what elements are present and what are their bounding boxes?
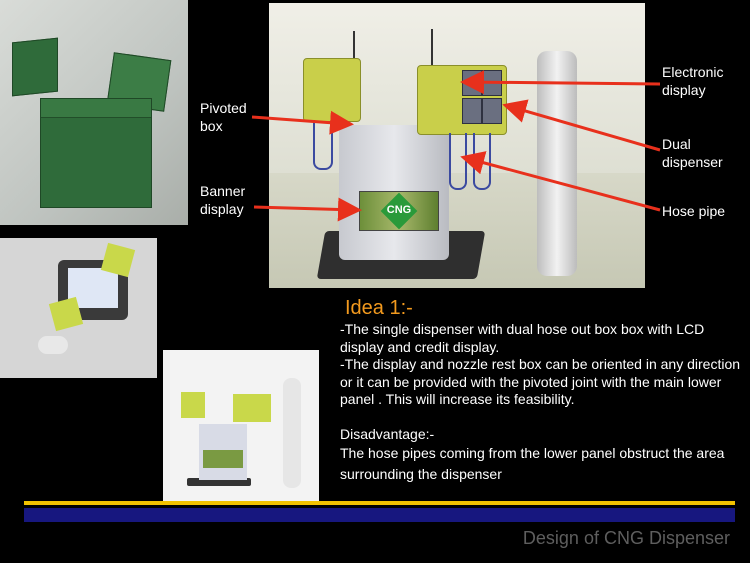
- thumb-box-left: [181, 392, 205, 418]
- lcd-screen-4: [482, 98, 502, 124]
- idea-paragraph-2: -The display and nozzle rest box can be …: [340, 356, 741, 407]
- lcd-screen-2: [482, 70, 502, 96]
- callout-pivoted-box: Pivoted box: [200, 100, 247, 134]
- thumb-banner: [203, 450, 243, 468]
- plan-view-render: [0, 238, 157, 378]
- antenna-right: [431, 29, 433, 65]
- footer-blue-bar: [24, 508, 735, 522]
- cube-main-side: [40, 98, 152, 118]
- hose-right-1: [449, 133, 467, 190]
- footer-title: Design of CNG Dispenser: [522, 528, 730, 548]
- lcd-screen-3: [462, 98, 482, 124]
- callout-banner-display: Banner display: [200, 183, 246, 217]
- dispenser-render: CNG: [269, 3, 645, 288]
- hose-left: [313, 120, 333, 170]
- banner-label: CNG: [386, 204, 412, 216]
- lcd-screen-1: [462, 70, 482, 96]
- idea-paragraph-1: -The single dispenser with dual hose out…: [340, 321, 705, 355]
- idea-title: Idea 1:-: [345, 297, 413, 319]
- dual-dispenser-box: [417, 65, 507, 135]
- banner-display: CNG: [359, 191, 439, 231]
- callout-dual-dispenser: Dual dispenser: [662, 136, 723, 170]
- callout-electronic-display: Electronic display: [662, 64, 724, 98]
- dispenser-thumbnail: [163, 350, 319, 502]
- antenna-left: [353, 31, 355, 61]
- footer-yellow-bar: [24, 501, 735, 505]
- thumb-figure: [283, 378, 301, 488]
- disadvantage-label: Disadvantage:-: [340, 425, 435, 442]
- callout-hose-pipe: Hose pipe: [662, 203, 726, 219]
- thumb-box-right: [233, 394, 271, 422]
- plan-figure: [38, 336, 68, 354]
- human-figure: [537, 51, 577, 276]
- cube-left: [12, 37, 58, 97]
- thumb-base: [187, 478, 251, 486]
- pivoted-box: [303, 58, 361, 122]
- idea-description: -The single dispenser with dual hose out…: [340, 321, 745, 485]
- disadvantage-text: The hose pipes coming from the lower pan…: [340, 445, 725, 482]
- cube-model-photo: [0, 0, 188, 225]
- hose-right-2: [473, 133, 491, 190]
